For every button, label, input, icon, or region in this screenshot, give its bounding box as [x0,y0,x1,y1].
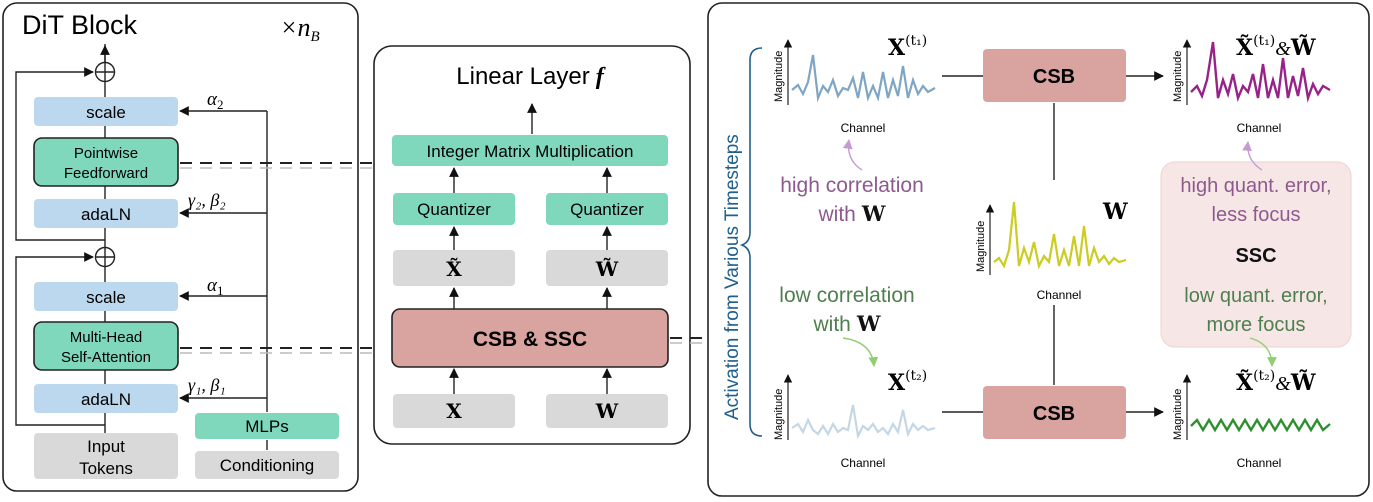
scale-label-top: scale [86,103,126,122]
magnitude-label: Magnitude [1172,389,1184,440]
wave-w [993,201,1127,270]
quantizer-box-w [546,193,668,225]
activation-panel: Activation from Various Timesteps CSB CS… [707,2,1370,497]
out-top-label: X̃(t₁)&W̃ [1236,33,1316,61]
adaln-label-top: adaLN [81,205,131,224]
multi-head-attention-box [33,321,179,371]
quantizer-box-x [393,193,515,225]
csb-box-top [983,49,1126,102]
quantizer-label-x: Quantizer [417,200,491,219]
pointwise-feedforward-box [33,137,179,187]
plot-x-t1: Magnitude Channel X(t₁) [773,33,936,135]
x-tilde-box [393,250,515,286]
wave-x-t2 [791,404,936,440]
x-t2-label: X(t₂) [888,368,927,396]
dit-block-panel: DiT Block ×nB scale Pointwise Feedforwar… [2,2,359,492]
ssc-box [1160,161,1352,348]
plot-x-t2: Magnitude Channel X(t₂) [773,368,936,470]
alpha2-label: α2 [207,89,223,112]
pointwise-ff-line2: Feedforward [64,165,148,182]
conditioning-box [195,451,339,479]
ssc-label: SSC [1235,245,1276,267]
low-corr-arrow [842,337,879,367]
mlps-label: MLPs [245,417,288,436]
input-tokens-line2: Tokens [79,459,133,478]
pointwise-ff-line1: Pointwise [74,145,138,162]
dit-repeat-label: ×nB [280,13,320,45]
x-box [393,394,515,428]
high-qerr-arrow [1242,141,1263,171]
channel-label: Channel [1037,288,1082,302]
csb-label-top: CSB [1033,66,1075,88]
high-corr-arrow [842,139,863,171]
plot-w: Magnitude Channel W [975,199,1128,302]
dit-block-title: DiT Block [22,10,138,40]
activation-brace [739,47,763,437]
x-label: X [446,399,462,423]
high-qerr-line1: high quant. error, [1180,175,1331,197]
magnitude-label: Magnitude [975,221,987,272]
channel-label: Channel [1237,121,1282,135]
plot-out-top: Magnitude Channel X̃(t₁)&W̃ [1172,33,1331,135]
out-bottom-label: X̃(t₂)&W̃ [1236,368,1316,396]
w-label: W [595,399,619,423]
scale-label-bottom: scale [86,288,126,307]
w-tilde-box [546,250,668,286]
quantizer-label-w: Quantizer [570,200,644,219]
high-corr-line1: high correlation [780,174,924,197]
w-box [546,394,668,428]
channel-label: Channel [841,456,886,470]
wave-out-top [1190,41,1331,103]
high-qerr-line2: less focus [1212,204,1301,226]
w-plot-label: W [1102,199,1128,225]
add-node-bottom [94,246,116,268]
csb-label-bottom: CSB [1033,403,1075,425]
mlps-box [195,413,339,439]
mhsa-line1: Multi-Head [70,329,143,346]
plot-out-bottom: Magnitude Channel X̃(t₂)&W̃ [1172,368,1331,470]
channel-label: Channel [841,121,886,135]
adaln-box-bottom [34,384,178,413]
csb-ssc-box [391,308,669,368]
magnitude-label: Magnitude [773,51,785,102]
magnitude-label: Magnitude [1172,51,1184,102]
conditioning-label: Conditioning [220,456,315,475]
w-tilde-label: W̃ [595,257,619,281]
low-corr-line1: low correlation [779,284,914,307]
wave-x-t1 [791,54,936,103]
scale-box-top [34,97,178,126]
add-node-top [94,61,116,83]
low-qerr-line1: low quant. error, [1184,285,1327,307]
adaln-box-top [34,199,178,228]
x-t1-label: X(t₁) [888,33,927,61]
magnitude-label: Magnitude [773,389,785,440]
low-qerr-arrow [1249,337,1277,367]
scale-box-bottom [34,282,178,311]
csb-box-bottom [983,386,1126,439]
channel-label: Channel [1237,456,1282,470]
gamma1-beta1-label: γ₁, β₁ [188,375,226,395]
adaln-label-bottom: adaLN [81,390,131,409]
gamma2-beta2-label: γ₂, β₂ [188,190,226,210]
x-tilde-label: X̃ [446,257,462,281]
integer-matmul-label: Integer Matrix Multiplication [427,142,634,161]
activation-side-label: Activation from Various Timesteps [722,134,743,420]
input-tokens-box [34,433,178,479]
wave-out-bottom [1190,417,1331,433]
alpha1-label: α1 [207,275,223,298]
csb-ssc-label: CSB & SSC [473,328,587,351]
low-qerr-line2: more focus [1207,314,1306,336]
input-tokens-line1: Input [87,437,125,456]
mhsa-line2: Self-Attention [61,349,151,366]
integer-matmul-box [392,135,668,166]
